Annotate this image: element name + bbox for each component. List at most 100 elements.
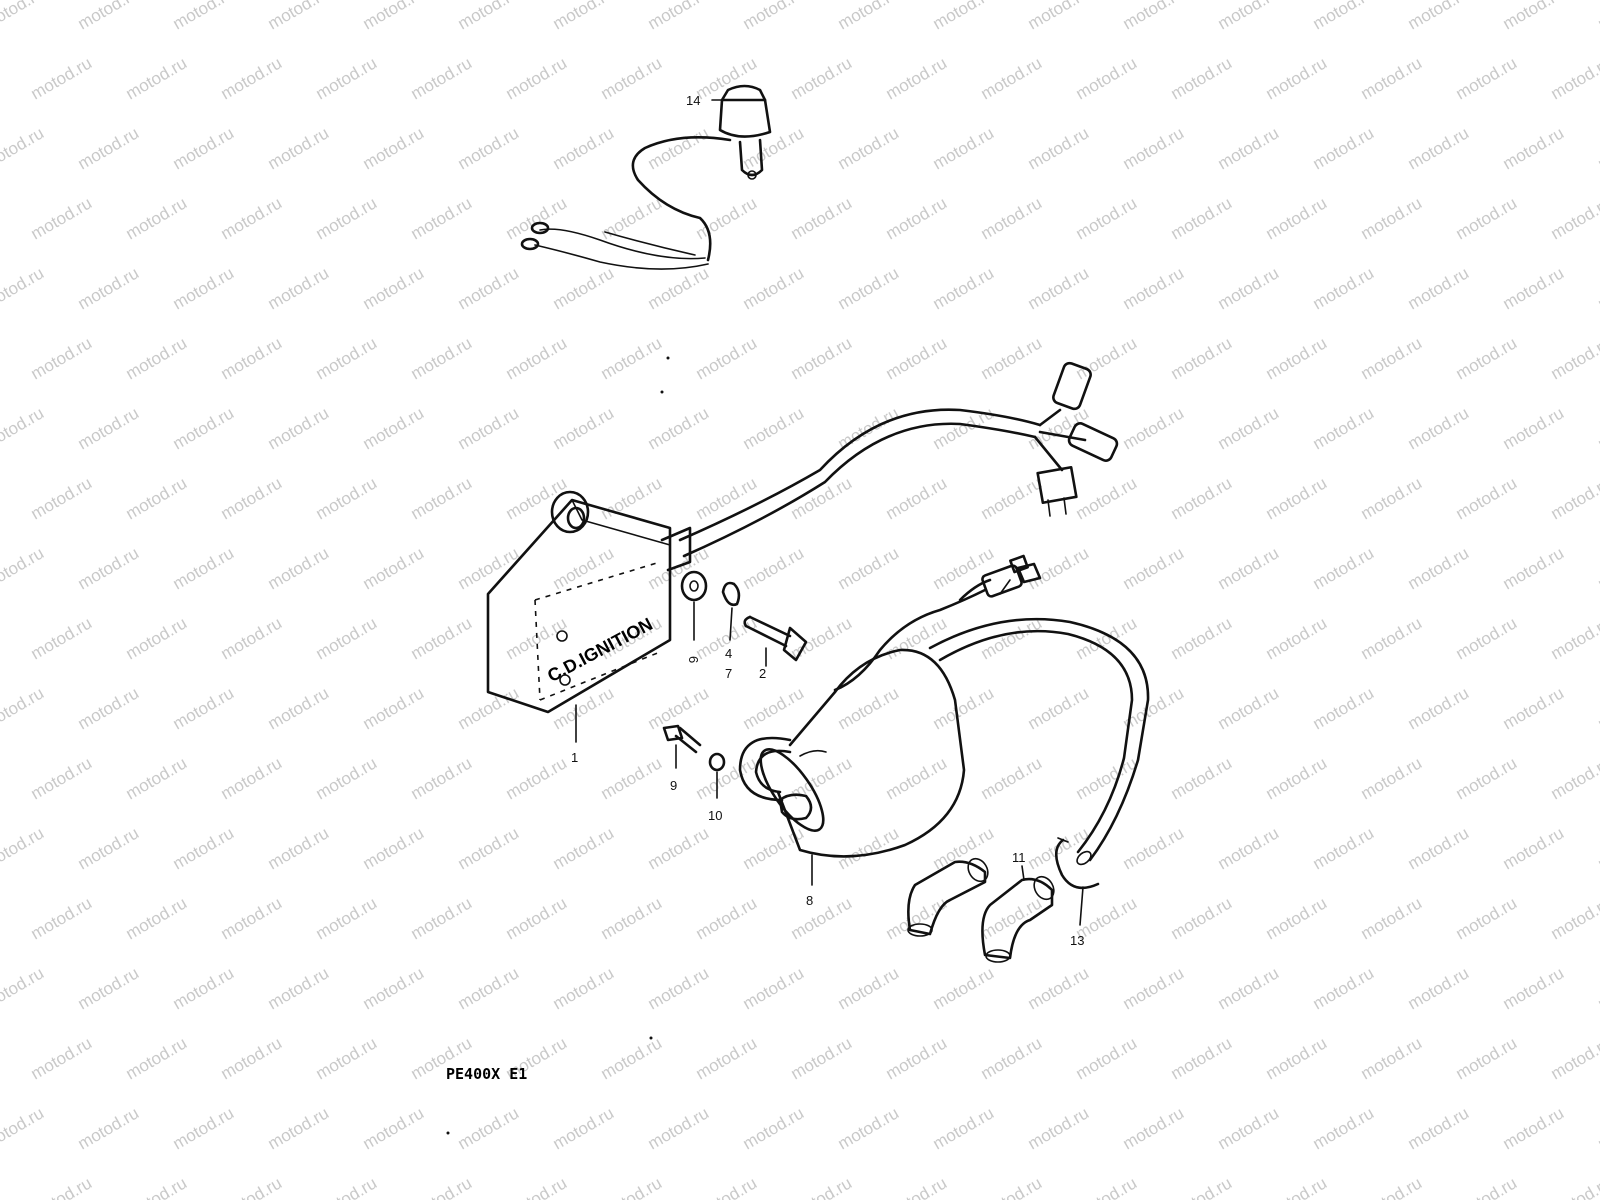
watermark-text: motod.ru <box>0 683 47 733</box>
watermark-text: motod.ru <box>503 893 571 943</box>
watermark-text: motod.ru <box>0 543 47 593</box>
ignition-coil-8[interactable] <box>738 554 1150 867</box>
watermark-text: motod.ru <box>28 613 96 663</box>
watermark-text: motod.ru <box>0 403 47 453</box>
watermark-text: motod.ru <box>1073 333 1141 383</box>
watermark-text: motod.ru <box>1453 193 1521 243</box>
watermark-text: motod.ru <box>455 123 523 173</box>
watermark-text: motod.ru <box>978 1033 1046 1083</box>
watermark-text: motod.ru <box>1215 963 1283 1013</box>
watermark-text: motod.ru <box>978 333 1046 383</box>
watermark-text: motod.ru <box>1310 543 1378 593</box>
watermark-text: motod.ru <box>218 1173 286 1200</box>
lock-washer-4[interactable] <box>721 581 741 607</box>
watermark-text: motod.ru <box>883 753 951 803</box>
watermark-text: motod.ru <box>1500 123 1568 173</box>
watermark-text: motod.ru <box>693 1033 761 1083</box>
watermark-text: motod.ru <box>930 1103 998 1153</box>
watermark-text: motod.ru <box>408 1173 476 1200</box>
switch-assembly-14[interactable] <box>520 84 772 270</box>
callout-10: 10 <box>708 808 722 823</box>
watermark-text: motod.ru <box>265 403 333 453</box>
watermark-text: motod.ru <box>1358 1033 1426 1083</box>
watermark-text: motod.ru <box>1500 823 1568 873</box>
watermark-text: motod.ru <box>1500 683 1568 733</box>
watermark-text: motod.ru <box>218 893 286 943</box>
watermark-text: motod.ru <box>740 963 808 1013</box>
watermark-text: motod.ru <box>455 0 523 33</box>
watermark-text: motod.ru <box>1548 1033 1600 1083</box>
bolt-2[interactable] <box>743 615 808 662</box>
watermark-text: motod.ru <box>788 333 856 383</box>
watermark-text: motod.ru <box>1168 473 1236 523</box>
callout-9: 9 <box>670 778 677 793</box>
watermark-text: motod.ru <box>550 823 618 873</box>
watermark-text: motod.ru <box>455 1103 523 1153</box>
watermark-text: motod.ru <box>883 333 951 383</box>
watermark-text: motod.ru <box>1405 823 1473 873</box>
watermark-text: motod.ru <box>1358 53 1426 103</box>
watermark-text: motod.ru <box>883 1033 951 1083</box>
watermark-text: motod.ru <box>598 1173 666 1200</box>
clip-13[interactable] <box>1054 837 1100 890</box>
watermark-text: motod.ru <box>1595 1103 1600 1153</box>
watermark-text: motod.ru <box>408 613 476 663</box>
watermark-text: motod.ru <box>740 823 808 873</box>
spark-plug-cap[interactable] <box>907 855 992 937</box>
watermark-text: motod.ru <box>123 1173 191 1200</box>
watermark-text: motod.ru <box>1310 683 1378 733</box>
watermark-text: motod.ru <box>0 123 47 173</box>
watermark-text: motod.ru <box>455 823 523 873</box>
watermark-text: motod.ru <box>693 473 761 523</box>
watermark-text: motod.ru <box>1500 403 1568 453</box>
watermark-text: motod.ru <box>1595 683 1600 733</box>
watermark-text: motod.ru <box>1168 333 1236 383</box>
watermark-text: motod.ru <box>408 753 476 803</box>
watermark-text: motod.ru <box>455 263 523 313</box>
watermark-text: motod.ru <box>123 193 191 243</box>
watermark-text: motod.ru <box>1073 1033 1141 1083</box>
watermark-text: motod.ru <box>408 473 476 523</box>
watermark-text: motod.ru <box>788 53 856 103</box>
callout-6: 6 <box>686 656 701 663</box>
watermark-text: motod.ru <box>408 193 476 243</box>
watermark-text: motod.ru <box>1120 543 1188 593</box>
watermark-text: motod.ru <box>645 263 713 313</box>
spark-plug-cap-11[interactable] <box>981 873 1057 963</box>
watermark-text: motod.ru <box>503 753 571 803</box>
watermark-text: motod.ru <box>218 1033 286 1083</box>
washer-10[interactable] <box>708 752 726 772</box>
watermark-text: motod.ru <box>740 683 808 733</box>
watermark-text: motod.ru <box>28 1173 96 1200</box>
watermark-text: motod.ru <box>75 1103 143 1153</box>
watermark-text: motod.ru <box>360 683 428 733</box>
watermark-text: motod.ru <box>930 543 998 593</box>
watermark-text: motod.ru <box>693 53 761 103</box>
screw-9[interactable] <box>662 724 702 754</box>
watermark-text: motod.ru <box>265 0 333 33</box>
watermark-text: motod.ru <box>218 193 286 243</box>
watermark-text: motod.ru <box>1310 0 1378 33</box>
watermark-text: motod.ru <box>740 1103 808 1153</box>
callout-7: 7 <box>725 666 732 681</box>
watermark-text: motod.ru <box>788 193 856 243</box>
watermark-text: motod.ru <box>1310 823 1378 873</box>
watermark-text: motod.ru <box>1548 53 1600 103</box>
watermark-text: motod.ru <box>835 123 903 173</box>
watermark-text: motod.ru <box>1358 333 1426 383</box>
watermark-text: motod.ru <box>645 123 713 173</box>
watermark-text: motod.ru <box>1405 263 1473 313</box>
watermark-text: motod.ru <box>75 263 143 313</box>
watermark-text: motod.ru <box>1453 1033 1521 1083</box>
watermark-text: motod.ru <box>503 473 571 523</box>
watermark-text: motod.ru <box>1215 543 1283 593</box>
watermark-text: motod.ru <box>218 753 286 803</box>
watermark-text: motod.ru <box>170 963 238 1013</box>
washer-6[interactable] <box>680 570 708 602</box>
watermark-text: motod.ru <box>1263 1173 1331 1200</box>
watermark-text: motod.ru <box>978 1173 1046 1200</box>
watermark-text: motod.ru <box>408 333 476 383</box>
watermark-text: motod.ru <box>1073 1173 1141 1200</box>
watermark-text: motod.ru <box>455 963 523 1013</box>
watermark-text: motod.ru <box>503 193 571 243</box>
